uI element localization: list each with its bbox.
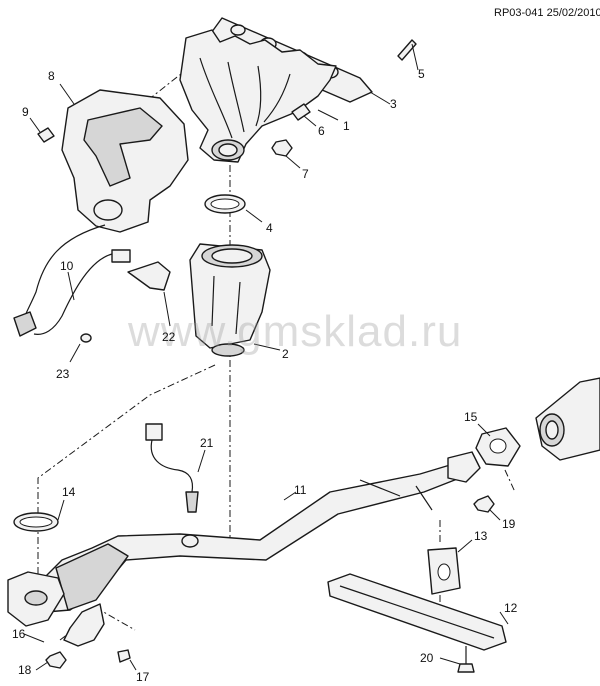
rubber-hanger bbox=[427, 539, 473, 595]
callout-15: 15 bbox=[464, 410, 478, 424]
callout-18: 18 bbox=[18, 663, 32, 677]
callout-20: 20 bbox=[420, 651, 434, 665]
bracket-nut bbox=[35, 651, 67, 671]
callout-22: 22 bbox=[162, 330, 176, 344]
grommet bbox=[69, 333, 92, 363]
shield-bolt bbox=[29, 117, 55, 143]
callout-7: 7 bbox=[302, 167, 309, 181]
support-bracket bbox=[23, 603, 105, 647]
bracket-bolt bbox=[439, 646, 475, 673]
exhaust-manifold bbox=[179, 29, 339, 163]
diagram-reference: RP03-041 25/02/2010 bbox=[494, 7, 600, 19]
callout-11: 11 bbox=[294, 483, 307, 497]
front-exhaust-pipe bbox=[7, 451, 481, 627]
catalytic-converter bbox=[189, 243, 281, 357]
bracket bbox=[127, 261, 171, 327]
flange-nut bbox=[473, 495, 501, 521]
stud bbox=[397, 39, 419, 71]
callout-10: 10 bbox=[60, 259, 74, 273]
nut bbox=[271, 139, 301, 169]
callout-4: 4 bbox=[266, 221, 273, 235]
downpipe-gasket bbox=[13, 499, 65, 532]
rear-flange-gasket bbox=[475, 423, 521, 467]
callout-12: 12 bbox=[504, 601, 518, 615]
underbody-bracket bbox=[327, 573, 509, 651]
front-oxygen-sensor bbox=[13, 224, 131, 337]
callout-23: 23 bbox=[56, 367, 70, 381]
callout-6: 6 bbox=[318, 124, 325, 138]
callout-14: 14 bbox=[62, 485, 76, 499]
watermark: www.gmsklad.ru bbox=[127, 307, 462, 356]
callout-16: 16 bbox=[12, 627, 26, 641]
callout-3: 3 bbox=[390, 97, 397, 111]
muffler-inlet bbox=[535, 377, 600, 461]
callout-labels: 1 2 3 4 5 6 7 8 9 10 11 12 13 14 15 16 1… bbox=[12, 67, 518, 684]
callout-17: 17 bbox=[136, 670, 150, 684]
bracket-screw bbox=[117, 649, 137, 671]
converter-gasket bbox=[204, 194, 263, 223]
callout-19: 19 bbox=[502, 517, 516, 531]
callout-1: 1 bbox=[343, 119, 350, 133]
bolt bbox=[291, 103, 317, 127]
rear-oxygen-sensor bbox=[145, 423, 206, 513]
callout-9: 9 bbox=[22, 105, 29, 119]
callout-13: 13 bbox=[474, 529, 488, 543]
callout-8: 8 bbox=[48, 69, 55, 83]
callout-21: 21 bbox=[200, 436, 214, 450]
callout-2: 2 bbox=[282, 347, 289, 361]
heat-shield bbox=[59, 83, 189, 233]
callout-5: 5 bbox=[418, 67, 425, 81]
